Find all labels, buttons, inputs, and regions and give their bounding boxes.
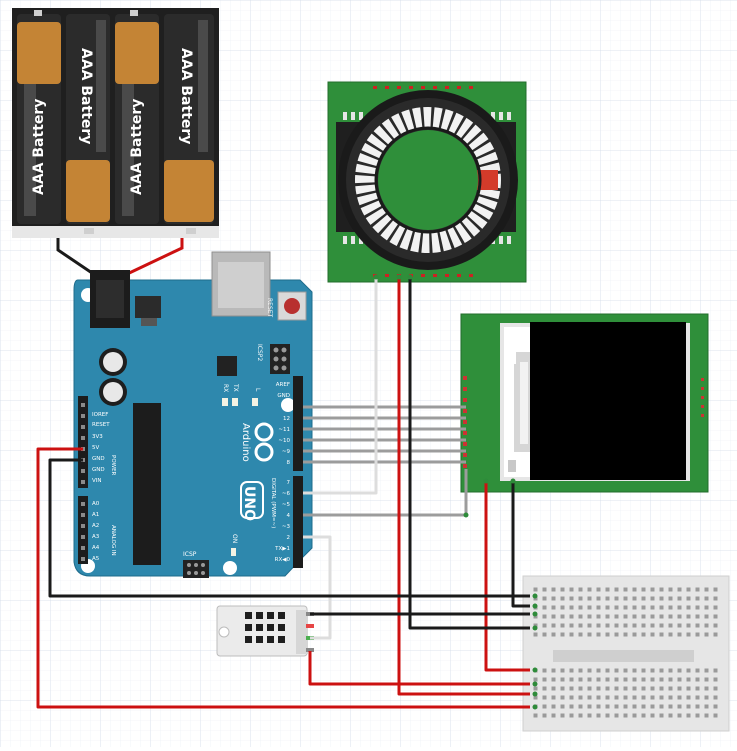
digital-pin-label: RX◀0 [275,557,291,563]
tx-label: TX [232,383,239,392]
digital-pin-label: 8 [287,460,291,466]
digital-pin-labels-bottom: 7 ~6 ~5 4 ~3 2 TX▶1 RX◀0 [274,480,290,563]
tft-display-module[interactable] [460,313,709,493]
arduino-brand-label: Arduino [240,423,251,462]
power-pin-labels: IOREF RESET 3V3 5V GND GND VIN [92,412,110,484]
led-ring-lit-segment [476,170,498,190]
battery-black-lead [56,238,96,277]
digital-pin-label: ~11 [278,427,290,433]
on-label: ON [231,534,238,543]
red-power-wires [36,277,530,709]
l-label: L [254,388,261,392]
power-pin-label: 5V [92,445,99,451]
led-ring-module[interactable] [327,81,527,283]
breadboard[interactable] [522,575,730,732]
power-pin-label: 3V3 [92,434,103,440]
battery-cell-2: AAA Battery [66,14,110,224]
digital-pin-label: 12 [283,416,290,422]
analog-pin-labels: A0 A1 A2 A3 A4 A5 [92,501,100,562]
battery-pack[interactable]: AAA Battery AAA Battery AAA Battery AAA … [12,8,219,238]
battery-cell-1: AAA Battery [17,14,61,224]
digital-pin-label: ~3 [282,524,291,530]
digital-pin-label: 4 [287,513,291,519]
dht22-sensor[interactable] [216,605,314,657]
power-pin-label: IOREF [92,412,108,418]
battery-cell-label: AAA Battery [129,99,145,195]
analog-pin-label: A5 [92,556,100,562]
analog-section-label: ANALOG IN [110,525,116,556]
atmega-chip [133,403,161,565]
digital-pin-label: TX▶1 [274,546,290,552]
digital-pin-label: ~9 [282,449,291,455]
power-pin-label: GND [92,467,105,473]
power-pin-label: RESET [92,422,110,428]
arduino-uno-board[interactable]: RESET ICSP2 TX RX L Arduino UNO [73,251,313,578]
digital-pin-label: 2 [287,535,291,541]
power-pin-label: VIN [92,478,102,484]
arduino-model-label: UNO [241,486,257,521]
digital-pin-label: ~6 [282,491,291,497]
battery-cell-label: AAA Battery [78,48,94,144]
battery-cell-3: AAA Battery [115,14,159,224]
tft-screen [530,322,686,480]
battery-cell-label: AAA Battery [31,99,47,195]
wire-endpoints [373,274,538,710]
power-pin-label: GND [92,456,105,462]
icsp-label: ICSP [183,551,197,558]
power-header [78,396,88,488]
battery-cell-4: AAA Battery [164,14,214,224]
digital-header-top [293,376,303,471]
analog-pin-label: A0 [92,501,100,507]
arduino-logo: Arduino UNO [240,422,274,521]
analog-pin-label: A1 [92,512,99,518]
digital-pin-label: ~5 [282,502,291,508]
battery-red-lead [124,238,184,277]
analog-pin-label: A4 [92,545,100,551]
power-section-label: POWER [110,455,116,476]
icsp2-label: ICSP2 [256,344,263,361]
analog-pin-label: A2 [92,523,99,529]
analog-header [78,496,88,564]
rx-label: RX [222,384,229,392]
reset-label: RESET [266,298,273,318]
digital-section-label: DIGITAL (PWM=~) [270,478,276,528]
digital-pin-label: GND [277,393,290,399]
icsp-header [183,560,209,578]
dht-data-wire [303,535,332,640]
digital-pin-label: ~10 [278,438,290,444]
ring-data-wire [303,277,378,495]
digital-pin-label: 13 [283,405,290,411]
digital-pin-label: AREF [276,382,290,388]
battery-cell-label: AAA Battery [178,48,194,144]
digital-pin-labels-top: AREF GND 13 12 ~11 ~10 ~9 8 [276,382,291,466]
analog-pin-label: A3 [92,534,100,540]
digital-header-bottom [293,476,303,568]
digital-pin-label: 7 [287,480,291,486]
black-ground-wires [48,277,530,630]
